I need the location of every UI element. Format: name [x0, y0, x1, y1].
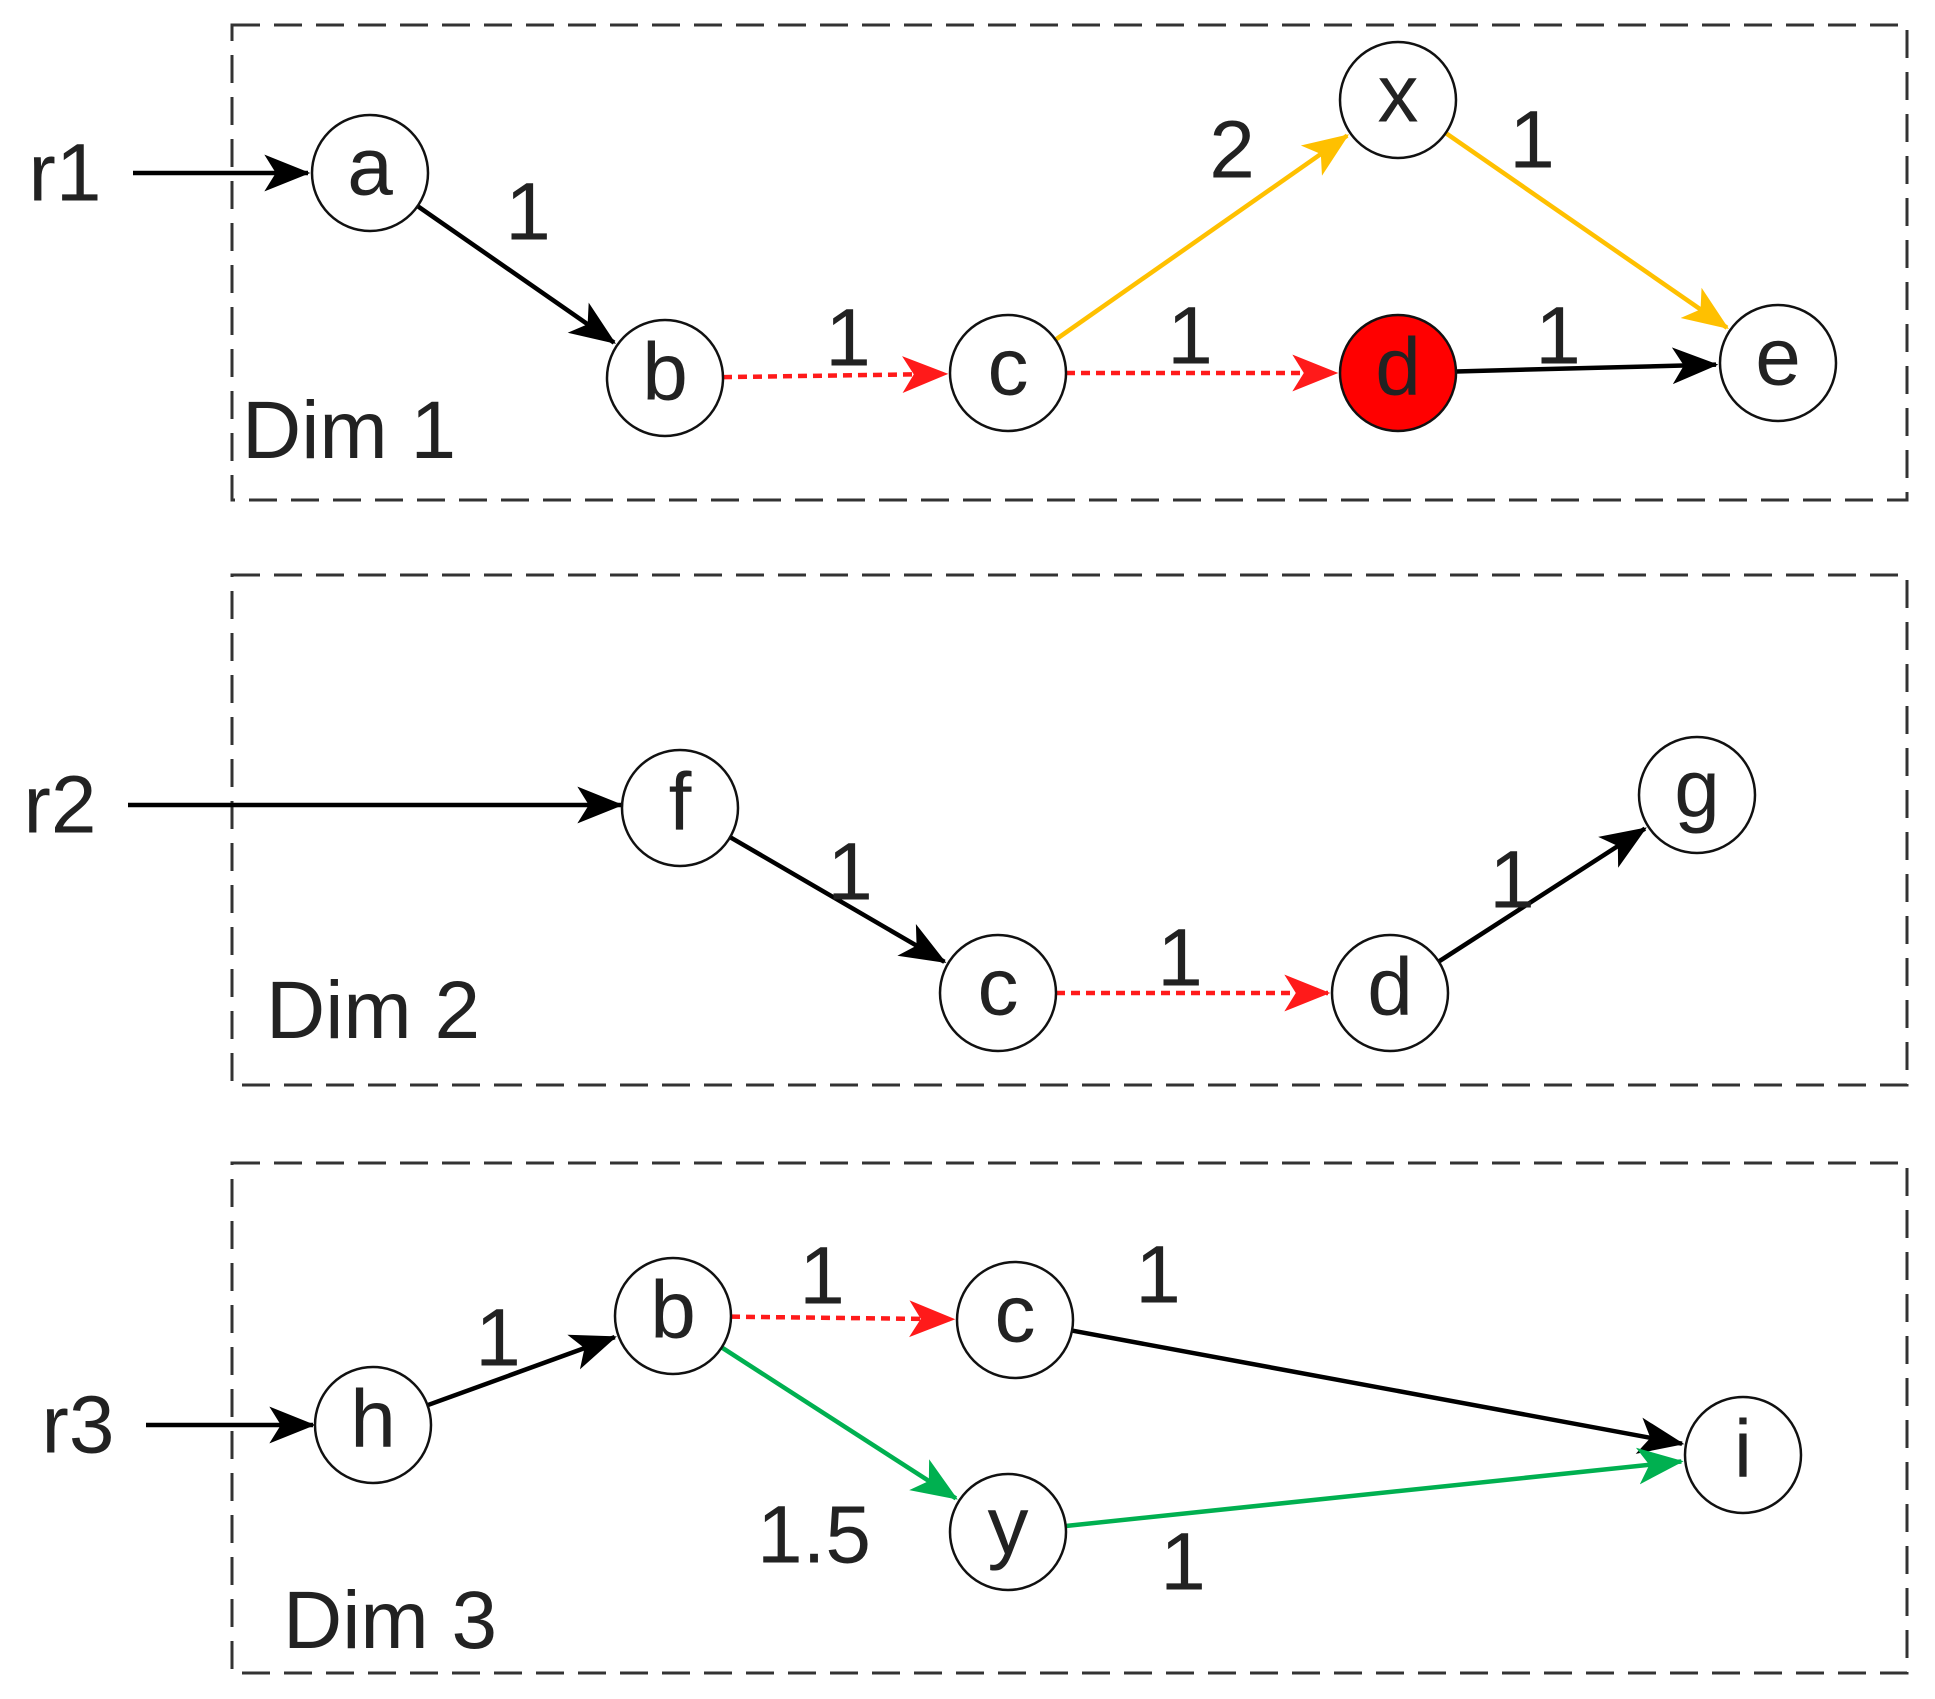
node-circle: [948, 313, 1068, 433]
node-label: e: [1755, 312, 1801, 403]
node-circle: [613, 1256, 733, 1376]
node-label: x: [1378, 49, 1419, 140]
node-circle: [948, 1472, 1068, 1592]
node-dim1-e: e: [1718, 303, 1838, 423]
edge-c-to-x: [1054, 133, 1350, 342]
edge-weight-y-i: 1: [1160, 1517, 1206, 1608]
node-dim2-c: c: [938, 933, 1058, 1053]
node-circle: [1330, 933, 1450, 1053]
node-dim2-d: d: [1330, 933, 1450, 1053]
edge-weight-x-e: 1: [1509, 95, 1555, 186]
edge-weight-f-c: 1: [827, 827, 873, 918]
edge-y-to-i: [1065, 1447, 1684, 1529]
node-circle: [955, 1260, 1075, 1380]
node-dim1-a: a: [310, 113, 430, 233]
node-label: d: [1367, 942, 1413, 1033]
node-dim1-c: c: [948, 313, 1068, 433]
edge-weight-d-g: 1: [1489, 835, 1535, 926]
edge-x-to-e: [1444, 131, 1729, 330]
node-dim1-b: b: [605, 318, 725, 438]
node-label: f: [669, 757, 692, 848]
node-label: b: [650, 1265, 696, 1356]
node-label: y: [988, 1481, 1029, 1572]
panel-label: Dim 3: [283, 1575, 497, 1666]
node-label: b: [642, 327, 688, 418]
panel-label: Dim 1: [242, 385, 456, 476]
node-label: c: [995, 1269, 1036, 1360]
node-label: a: [347, 122, 393, 213]
edge-c-to-i: [1071, 1328, 1685, 1454]
edge-weight-c-d: 1: [1167, 291, 1213, 382]
node-dim3-h: h: [313, 1365, 433, 1485]
edge-b-to-c: [722, 356, 949, 393]
edge-weight-d-e: 1: [1535, 291, 1581, 382]
root-label-r3: r3: [42, 1380, 115, 1471]
edge-weight-b-y: 1.5: [757, 1490, 871, 1581]
node-circle: [313, 1365, 433, 1485]
node-dim1-x: x: [1338, 40, 1458, 160]
edge-d-to-g: [1437, 826, 1647, 964]
node-dim3-i: i: [1683, 1395, 1803, 1515]
edge-f-to-c: [729, 835, 947, 964]
edge-b-to-c: [730, 1300, 956, 1338]
node-label: c: [988, 322, 1029, 413]
node-label: i: [1734, 1404, 1752, 1495]
edge-weight-c-x: 2: [1209, 105, 1255, 196]
node-dim3-c: c: [955, 1260, 1075, 1380]
panel-frame: [230, 23, 1909, 502]
root-label-r2: r2: [24, 760, 97, 851]
edge-weight-b-c: 1: [799, 1231, 845, 1322]
node-label: c: [978, 942, 1019, 1033]
node-circle: [620, 748, 740, 868]
edge-weight-b-c: 1: [825, 293, 871, 384]
edge-weight-c-i: 1: [1135, 1230, 1181, 1321]
node-circle: [938, 933, 1058, 1053]
edge-weight-a-b: 1: [505, 167, 551, 258]
node-circle: [1637, 735, 1757, 855]
node-circle: [310, 113, 430, 233]
node-circle: [1683, 1395, 1803, 1515]
edge-h-to-b: [426, 1334, 617, 1408]
panel-label: Dim 2: [266, 965, 480, 1056]
node-dim2-g: g: [1637, 735, 1757, 855]
node-dim1-d: d: [1338, 313, 1458, 433]
node-circle: [1338, 40, 1458, 160]
node-label: g: [1674, 744, 1720, 835]
node-dim3-b: b: [613, 1256, 733, 1376]
edge-weight-c-d: 1: [1157, 913, 1203, 1004]
node-circle: [1718, 303, 1838, 423]
root-label-r1: r1: [29, 128, 102, 219]
node-dim3-y: y: [948, 1472, 1068, 1592]
edge-weight-h-b: 1: [475, 1293, 521, 1384]
edge-a-to-b: [416, 204, 616, 345]
edge-d-to-e: [1455, 347, 1719, 385]
node-label: d: [1375, 322, 1421, 413]
node-circle: [1338, 313, 1458, 433]
panel-dim1: [230, 23, 1909, 502]
node-label: h: [350, 1374, 396, 1465]
node-circle: [605, 318, 725, 438]
node-dim2-f: f: [620, 748, 740, 868]
edge-b-to-y: [720, 1345, 958, 1501]
